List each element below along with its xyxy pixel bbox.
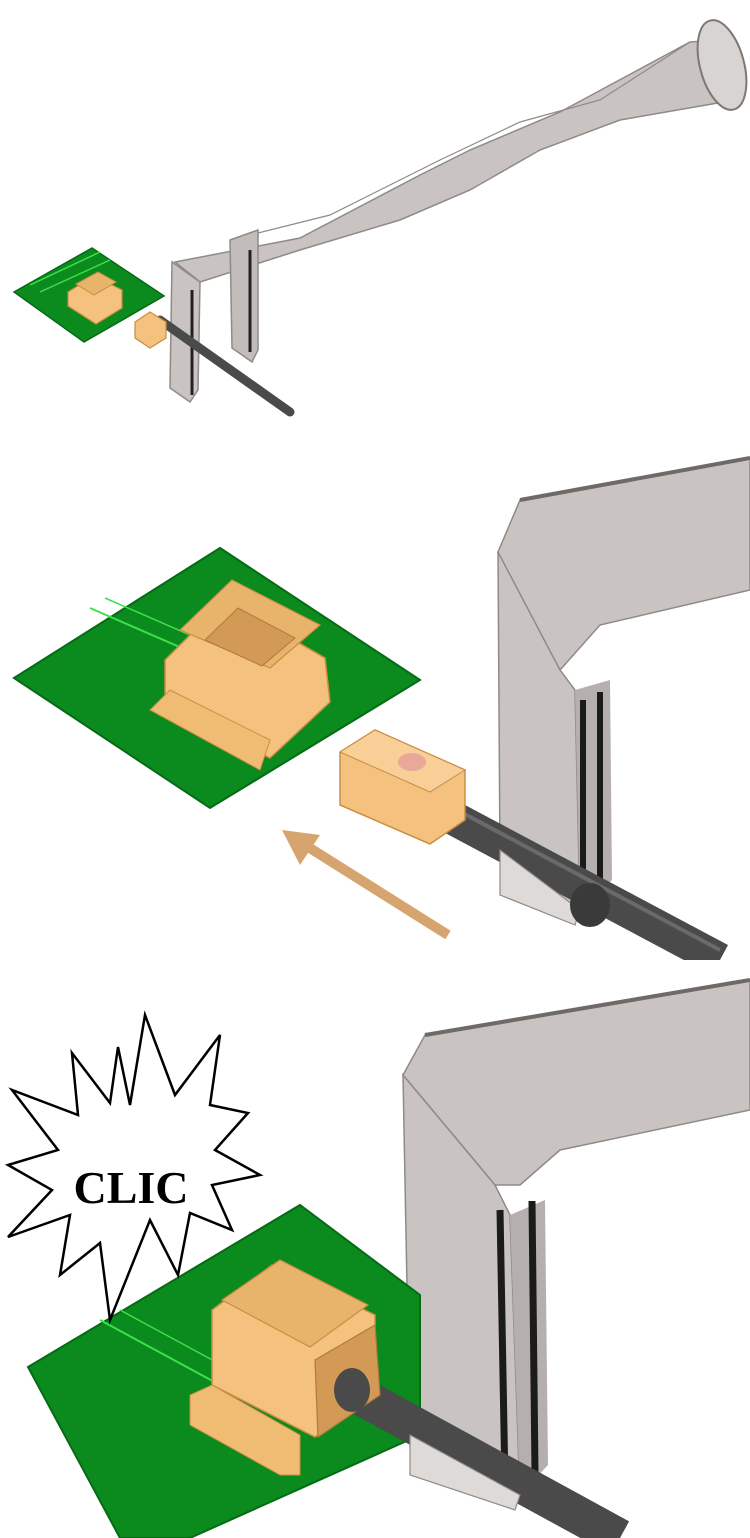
assembly-step-2 — [0, 440, 750, 960]
extraction-tool-handle — [175, 40, 745, 282]
insertion-arrow — [282, 830, 448, 935]
assembly-step-1 — [0, 0, 750, 420]
step-3-illustration: CLIC — [0, 975, 750, 1538]
clic-label: CLIC — [73, 1162, 188, 1213]
step-2-illustration — [0, 440, 750, 960]
assembly-step-3: CLIC — [0, 975, 750, 1538]
step-1-illustration — [0, 0, 750, 420]
